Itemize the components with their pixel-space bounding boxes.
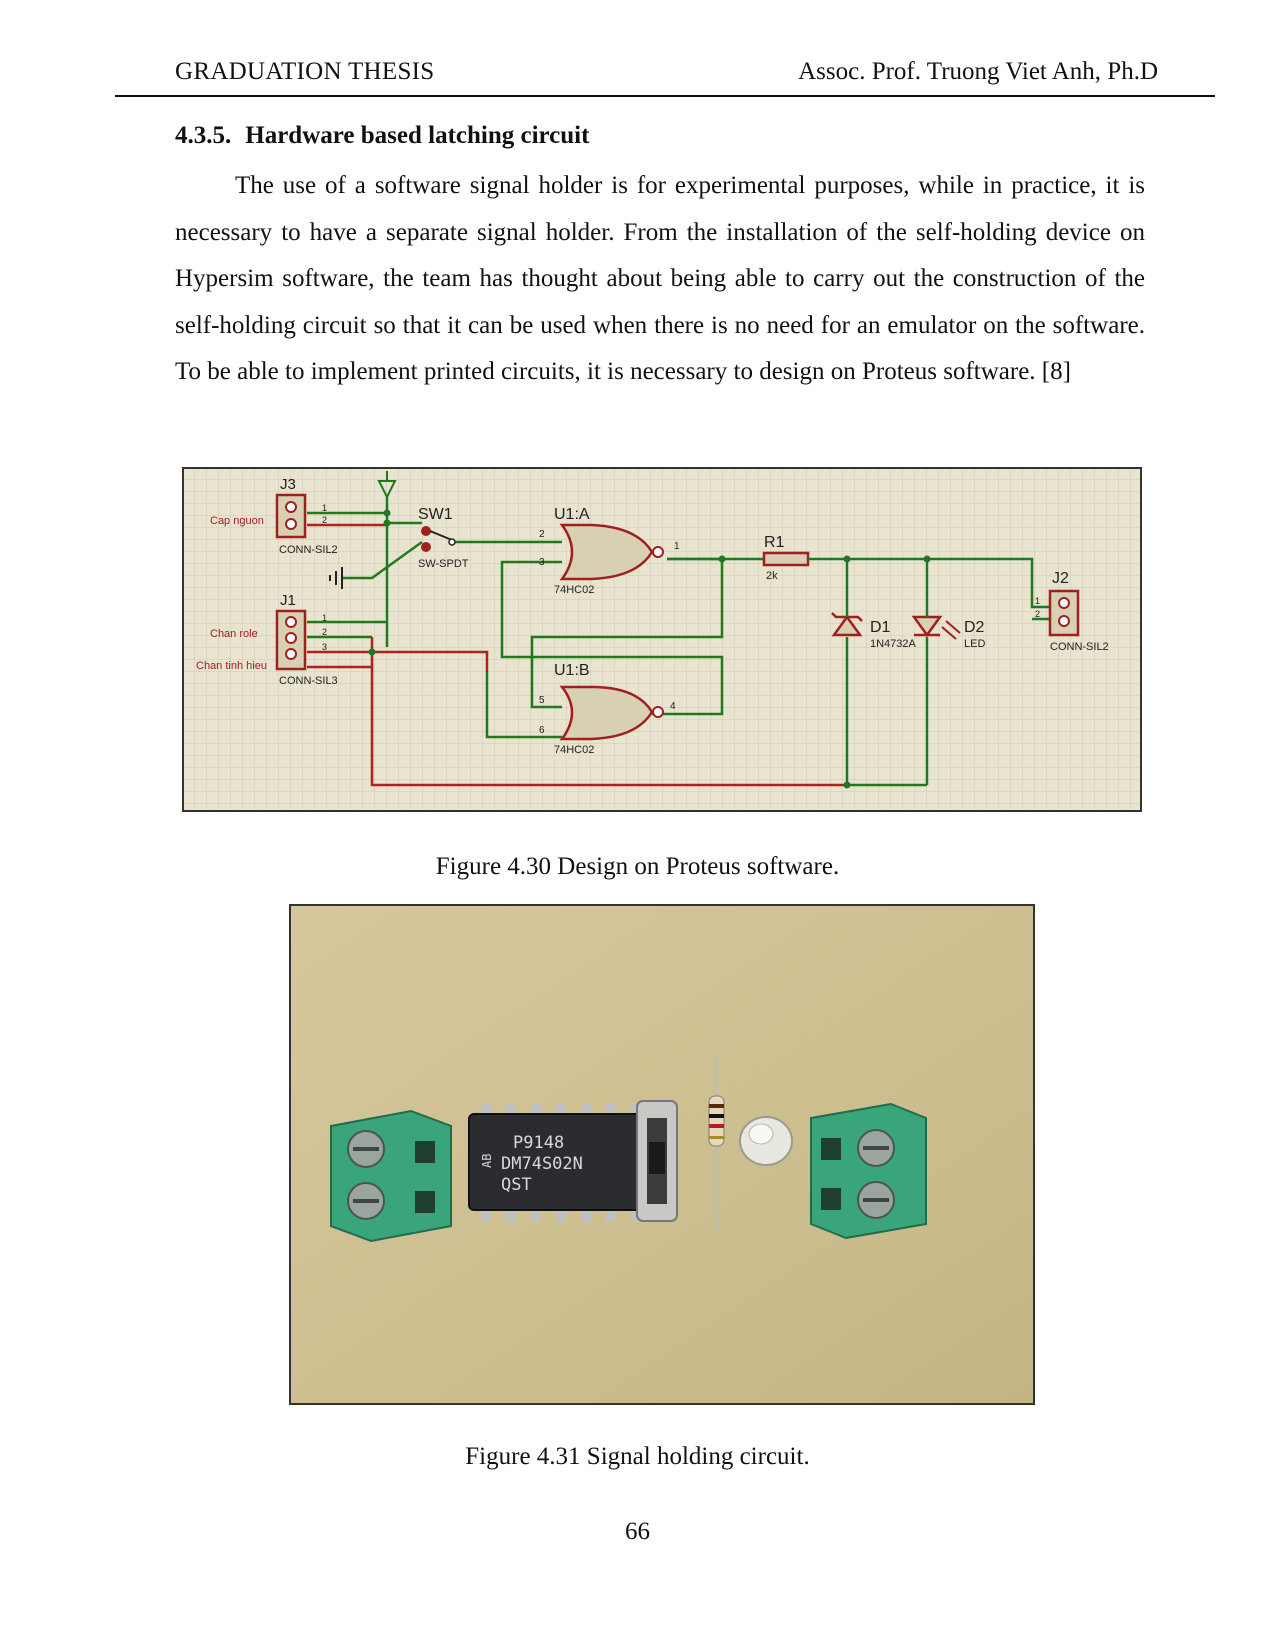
circuit-photo: P9148 DM74S02N QST AB: [289, 904, 1035, 1405]
r1-value: 2k: [766, 570, 778, 582]
j3-connector: [275, 493, 307, 539]
u1b-pin-in2: 6: [539, 725, 545, 736]
ic-chip: [468, 1104, 652, 1222]
schematic-diagram: J3 CONN-SIL2 Cap nguon 1 2 J1 CONN-SIL3 …: [182, 467, 1142, 812]
j2-connector: [1048, 589, 1080, 637]
j3-pin-2: 2: [322, 515, 327, 525]
d1-zener-diode: [831, 607, 863, 637]
sw1-type: SW-SPDT: [418, 558, 469, 570]
j3-type: CONN-SIL2: [279, 544, 338, 556]
figure-431-caption: Figure 4.31 Signal holding circuit.: [465, 1443, 810, 1470]
red-wires: [307, 523, 847, 787]
chip-text-line2: DM74S02N: [501, 1154, 583, 1174]
j3-ref: J3: [280, 476, 296, 493]
d1-ref: D1: [870, 619, 891, 636]
left-terminal-block: [330, 1109, 452, 1243]
sw1-ref: SW1: [418, 506, 453, 523]
j2-pin-2: 2: [1035, 609, 1040, 619]
j1-connector: [275, 609, 307, 671]
d2-ref: D2: [964, 619, 985, 636]
j1-pin-3: 3: [322, 642, 327, 652]
u1b-pin-in1: 5: [539, 695, 545, 706]
led: [739, 1116, 793, 1166]
schematic-figure: J3 CONN-SIL2 Cap nguon 1 2 J1 CONN-SIL3 …: [182, 467, 1142, 812]
j1-pin-1: 1: [322, 613, 327, 623]
u1b-ref: U1:B: [554, 662, 590, 679]
section-title: Hardware based latching circuit: [245, 122, 590, 149]
circuit-photo-drawing: P9148 DM74S02N QST AB: [291, 906, 1033, 1403]
j1-type: CONN-SIL3: [279, 675, 338, 687]
j3-label: Cap nguon: [210, 515, 264, 527]
r1-ref: R1: [764, 534, 785, 551]
resistor: [708, 1056, 725, 1231]
header-left: GRADUATION THESIS: [175, 58, 435, 85]
u1b-nor-gate: [559, 685, 664, 741]
section-number: 4.3.5.: [175, 122, 232, 149]
d2-led: [911, 607, 961, 640]
u1a-nor-gate: [559, 523, 664, 581]
j1-pin-2: 2: [322, 627, 327, 637]
chip-text-line1: P9148: [513, 1133, 564, 1153]
j2-type: CONN-SIL2: [1050, 641, 1109, 653]
j1-label-relay: Chan role: [210, 628, 258, 640]
ground-icon: [329, 567, 343, 589]
j2-ref: J2: [1052, 570, 1069, 587]
u1a-pin-out: 1: [674, 541, 680, 552]
u1b-type: 74HC02: [554, 744, 594, 756]
junction-dots: [368, 509, 931, 789]
d2-type: LED: [964, 638, 985, 650]
page-number: 66: [625, 1518, 650, 1545]
schematic-grid: [184, 469, 1140, 810]
j2-pin-1: 1: [1035, 596, 1040, 606]
chip-text-line3: QST: [501, 1175, 532, 1195]
u1a-type: 74HC02: [554, 584, 594, 596]
figure-430-caption: Figure 4.30 Design on Proteus software.: [435, 853, 840, 880]
u1a-pin-in1: 2: [539, 529, 545, 540]
u1a-pin-in2: 3: [539, 557, 545, 568]
j1-ref: J1: [280, 592, 296, 609]
sw1-switch: [421, 526, 456, 552]
j1-label-signal: Chan tinh hieu: [196, 660, 267, 672]
r1-resistor: [762, 551, 810, 567]
section-heading: 4.3.5. Hardware based latching circuit: [175, 122, 589, 150]
body-paragraph: The use of a software signal holder is f…: [175, 172, 1145, 385]
slide-switch: [636, 1100, 678, 1222]
header-divider: [115, 95, 1215, 97]
chip-side-text: AB: [480, 1154, 494, 1168]
green-wires: [307, 497, 1050, 787]
u1b-pin-out: 4: [670, 701, 676, 712]
header-right: Assoc. Prof. Truong Viet Anh, Ph.D: [798, 58, 1158, 85]
j3-pin-1: 1: [322, 503, 327, 513]
d1-type: 1N4732A: [870, 638, 917, 650]
u1a-ref: U1:A: [554, 506, 590, 523]
right-terminal-block: [810, 1102, 927, 1240]
